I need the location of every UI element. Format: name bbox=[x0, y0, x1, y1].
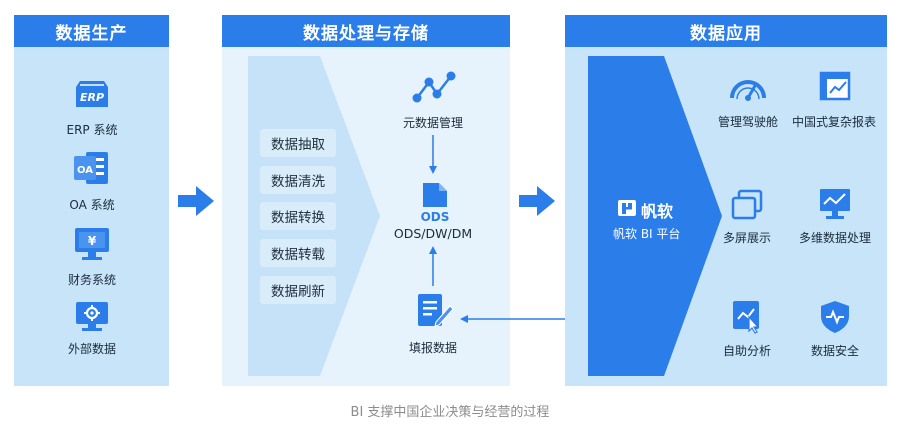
self-analysis-label: 自助分析 bbox=[722, 344, 772, 358]
erp-system-label: ERP 系统 bbox=[66, 123, 118, 137]
multi-screen-label: 多屏展示 bbox=[722, 231, 772, 245]
security-icon bbox=[821, 301, 849, 333]
flow-arrow-right-icon bbox=[178, 186, 214, 216]
step-clean: 数据清洗 bbox=[260, 166, 336, 194]
processing-header: 数据处理与存储 bbox=[222, 15, 510, 47]
metadata-label: 元数据管理 bbox=[402, 116, 464, 130]
finance-system-label: 财务系统 bbox=[67, 273, 117, 287]
erp-icon-text: ERP bbox=[80, 91, 104, 104]
ods-dw-dm-label: ODS/DW/DM bbox=[393, 226, 473, 241]
dashboard-icon bbox=[730, 80, 766, 101]
finance-icon: ¥ bbox=[75, 228, 109, 260]
security-label: 数据安全 bbox=[810, 344, 860, 358]
dashboard-label: 管理驾驶舱 bbox=[717, 115, 779, 129]
multidim-icon bbox=[820, 189, 850, 219]
step-refresh: 数据刷新 bbox=[260, 276, 336, 304]
multi-screen-icon bbox=[731, 189, 763, 220]
application-header: 数据应用 bbox=[565, 15, 887, 47]
oa-icon: OA bbox=[74, 152, 108, 184]
brand-name: 帆软 bbox=[641, 202, 674, 221]
external-data-label: 外部数据 bbox=[67, 342, 117, 356]
external-data-icon bbox=[76, 302, 108, 331]
step-transform: 数据转换 bbox=[260, 202, 336, 230]
figure-caption: BI 支撑中国企业决策与经营的过程 bbox=[350, 405, 550, 420]
fill-report-icon bbox=[418, 294, 454, 327]
bi-platform-chevron bbox=[588, 56, 722, 376]
fanruan-logo-icon bbox=[618, 200, 636, 216]
ods-icon-text: ODS bbox=[421, 210, 450, 223]
ods-file-icon: ODS bbox=[421, 183, 450, 223]
step-extract: 数据抽取 bbox=[260, 129, 336, 157]
production-header: 数据生产 bbox=[14, 15, 169, 47]
step-load: 数据转载 bbox=[260, 239, 336, 267]
arrow-down-icon bbox=[429, 135, 437, 174]
erp-icon: ERP bbox=[76, 81, 108, 107]
oa-icon-text: OA bbox=[77, 165, 93, 176]
oa-system-label: OA 系统 bbox=[69, 198, 115, 212]
metadata-icon bbox=[412, 71, 456, 103]
fill-data-label: 填报数据 bbox=[408, 341, 458, 355]
complex-report-label: 中国式复杂报表 bbox=[791, 115, 877, 129]
bi-platform-label: 帆软 BI 平台 bbox=[613, 227, 681, 241]
arrow-up-icon bbox=[429, 246, 437, 286]
self-analysis-icon bbox=[733, 301, 760, 334]
finance-icon-text: ¥ bbox=[88, 234, 97, 248]
report-icon bbox=[819, 71, 851, 101]
multidim-label: 多维数据处理 bbox=[798, 231, 872, 245]
flow-arrow-right-icon-2 bbox=[519, 186, 555, 216]
